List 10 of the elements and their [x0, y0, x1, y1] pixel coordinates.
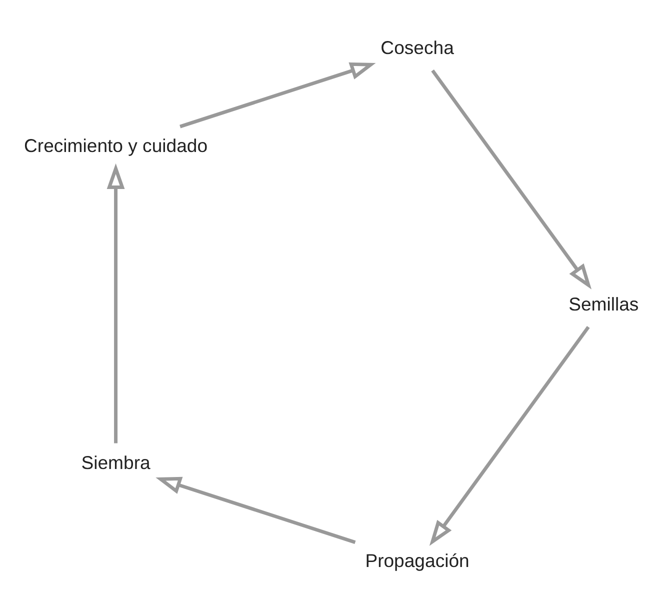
- arrow: [156, 476, 356, 544]
- arrow: [429, 325, 590, 546]
- node-text: Propagación: [365, 549, 470, 570]
- arrow: [180, 62, 376, 128]
- arrow: [106, 162, 125, 443]
- node-text: Crecimiento y cuidado: [24, 134, 208, 156]
- node-text: Semillas: [568, 292, 639, 314]
- arrow: [431, 68, 592, 289]
- node-text: Cosecha: [380, 36, 454, 58]
- node-text: Siembra: [81, 451, 150, 472]
